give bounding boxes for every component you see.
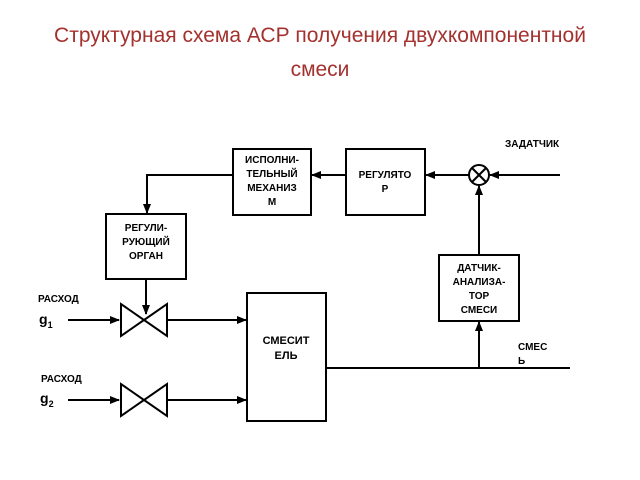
actuator-label-4: М bbox=[268, 197, 276, 208]
mixture-label-2: Ь bbox=[518, 356, 525, 367]
comparator-symbol bbox=[468, 164, 490, 186]
diagram-title-line-1: Структурная схема АСР получения двухкомп… bbox=[54, 24, 586, 47]
setpoint-label: ЗАДАТЧИК bbox=[505, 139, 560, 150]
diagram-title-line-2: смеси bbox=[290, 58, 350, 81]
actuator-label-1: ИСПОЛНИ- bbox=[245, 155, 299, 166]
actuator-block: ИСПОЛНИ- ТЕЛЬНЫЙ МЕХАНИЗ М bbox=[232, 148, 312, 216]
mixture-label-1: СМЕС bbox=[518, 342, 547, 353]
regulating-organ-label-3: ОРГАН bbox=[129, 251, 163, 262]
valve-1-symbol bbox=[120, 302, 168, 338]
mixer-block: СМЕСИТ ЕЛЬ bbox=[246, 292, 327, 422]
flow2-symbol: g2 bbox=[40, 390, 54, 409]
actuator-label-3: МЕХАНИЗ bbox=[247, 183, 297, 194]
analyzer-label-4: СМЕСИ bbox=[461, 305, 498, 316]
controller-label-2: Р bbox=[382, 184, 389, 195]
analyzer-block: ДАТЧИК- АНАЛИЗА- ТОР СМЕСИ bbox=[438, 254, 520, 322]
regulating-organ-label-1: РЕГУЛИ- bbox=[125, 223, 167, 234]
mixer-label-2: ЕЛЬ bbox=[275, 350, 298, 362]
analyzer-label-1: ДАТЧИК- bbox=[457, 263, 501, 274]
controller-block: РЕГУЛЯТО Р bbox=[345, 148, 426, 216]
mixer-label-1: СМЕСИТ bbox=[263, 335, 310, 347]
analyzer-label-2: АНАЛИЗА- bbox=[453, 277, 506, 288]
analyzer-label-3: ТОР bbox=[469, 291, 490, 302]
controller-label-1: РЕГУЛЯТО bbox=[359, 170, 412, 181]
regulating-organ-label-2: РУЮЩИЙ bbox=[122, 235, 170, 248]
flow1-symbol: g1 bbox=[39, 311, 53, 330]
valve-2-symbol bbox=[120, 382, 168, 418]
flow2-label: РАСХОД bbox=[41, 374, 82, 385]
regulating-organ-block: РЕГУЛИ- РУЮЩИЙ ОРГАН bbox=[105, 213, 187, 280]
flow1-label: РАСХОД bbox=[38, 294, 79, 305]
actuator-to-organ-arrow bbox=[143, 174, 233, 214]
actuator-label-2: ТЕЛЬНЫЙ bbox=[246, 167, 297, 180]
